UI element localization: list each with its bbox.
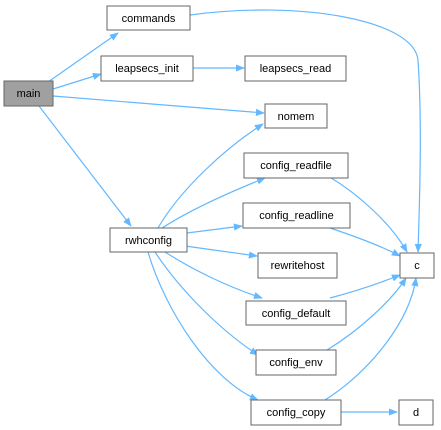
node-label: config_default [262,308,331,320]
node-config-default[interactable]: config_default [245,300,347,326]
node-config-copy[interactable]: config_copy [250,399,342,426]
node-label: leapsecs_init [115,63,179,75]
edges [38,9,422,416]
edge-rwhconfig-nomem [157,123,264,229]
node-config-readfile[interactable]: config_readfile [243,152,349,179]
edge-rwhconfig-config-copy [147,251,259,401]
node-label: c [414,260,420,272]
edge-config-copy-c [324,277,419,401]
edge-rwhconfig-config-default [164,251,263,299]
edge-main-commands [47,32,119,83]
node-leapsecs-init[interactable]: leapsecs_init [100,55,194,82]
node-rewritehost[interactable]: rewritehost [257,252,338,279]
edge-main-rwhconfig [38,105,132,227]
node-d[interactable]: d [398,399,434,426]
node-label: main [17,88,41,100]
edge-rwhconfig-config-env [154,251,259,356]
node-config-readline[interactable]: config_readline [242,202,351,229]
node-main[interactable]: main [3,80,54,107]
node-label: commands [122,13,176,25]
edge-rwhconfig-config-readfile [161,177,266,229]
node-rwhconfig[interactable]: rwhconfig [109,227,188,253]
node-label: leapsecs_read [260,63,332,75]
edge-main-nomem [52,95,265,116]
node-label: rewritehost [271,260,325,272]
node-commands[interactable]: commands [106,5,191,31]
edge-main-leapsecs-init [52,72,102,90]
edge-config-default-c [329,274,401,299]
node-label: config_copy [267,407,326,419]
edge-commands-c [189,9,422,253]
edge-rwhconfig-rewritehost [184,245,258,259]
node-label: config_readline [259,210,334,222]
nodes: main commands leapsecs_init leapsecs_rea… [3,5,435,426]
node-label: rwhconfig [125,235,172,247]
node-label: nomem [278,111,315,123]
node-nomem[interactable]: nomem [264,103,328,129]
edge-config-env-c [326,277,407,351]
node-label: d [413,407,419,419]
node-c[interactable]: c [399,252,435,279]
node-label: config_env [269,357,323,369]
edge-config-readfile-c [327,175,408,253]
node-config-env[interactable]: config_env [255,349,337,376]
node-leapsecs-read[interactable]: leapsecs_read [244,55,347,82]
node-label: config_readfile [260,160,332,172]
edge-rwhconfig-config-readline [186,223,243,234]
edge-config-readline-c [329,227,401,257]
